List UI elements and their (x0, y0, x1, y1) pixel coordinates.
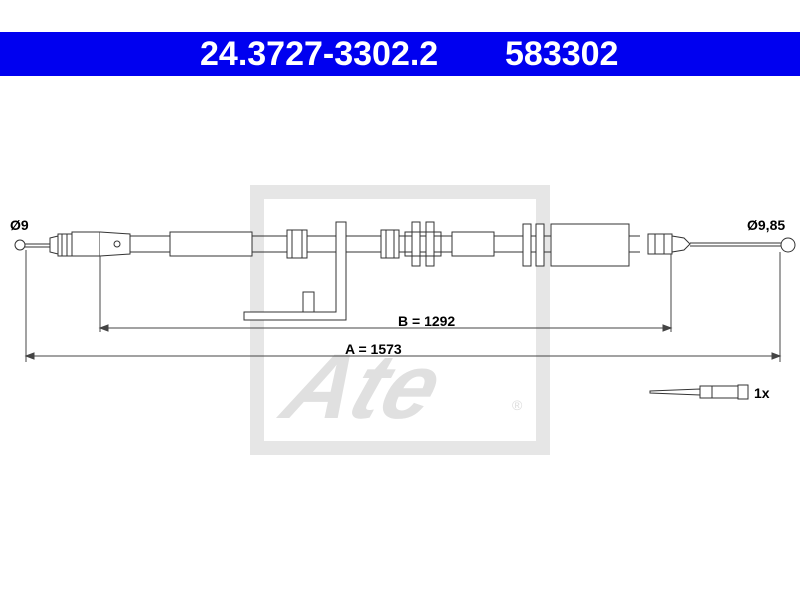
left-end-nipple (14, 239, 26, 251)
part-number: 24.3727-3302.2 (200, 35, 439, 73)
protective-sleeve-2 (451, 231, 495, 257)
a-dimension-label: A = 1573 (345, 341, 402, 357)
accessory-quantity: 1x (754, 385, 770, 401)
right-end-nipple (780, 237, 796, 253)
cable-tie-icon (649, 384, 749, 400)
b-dimension-label: B = 1292 (398, 313, 455, 329)
watermark-registered-mark: ® (512, 397, 523, 413)
grommet-4b (535, 223, 545, 267)
right-fitting-body (647, 233, 673, 255)
right-diameter-label: Ø9,85 (747, 217, 785, 233)
header-bar: 24.3727-3302.2 583302 (0, 32, 800, 76)
protective-sleeve-3 (550, 223, 630, 267)
cable-assembly (14, 221, 796, 321)
grommet-3b (425, 221, 435, 267)
mounting-bracket (243, 221, 347, 321)
grommet-4a (522, 223, 532, 267)
dimension-lines (24, 250, 782, 362)
left-fitting-cone (49, 235, 59, 255)
grommet-3a (411, 221, 421, 267)
left-fitting-body (71, 231, 101, 257)
left-diameter-label: Ø9 (10, 217, 29, 233)
grommet-2 (380, 229, 400, 259)
protective-sleeve-1 (169, 231, 253, 257)
grommet-1 (286, 229, 308, 259)
reference-number: 583302 (505, 35, 619, 73)
